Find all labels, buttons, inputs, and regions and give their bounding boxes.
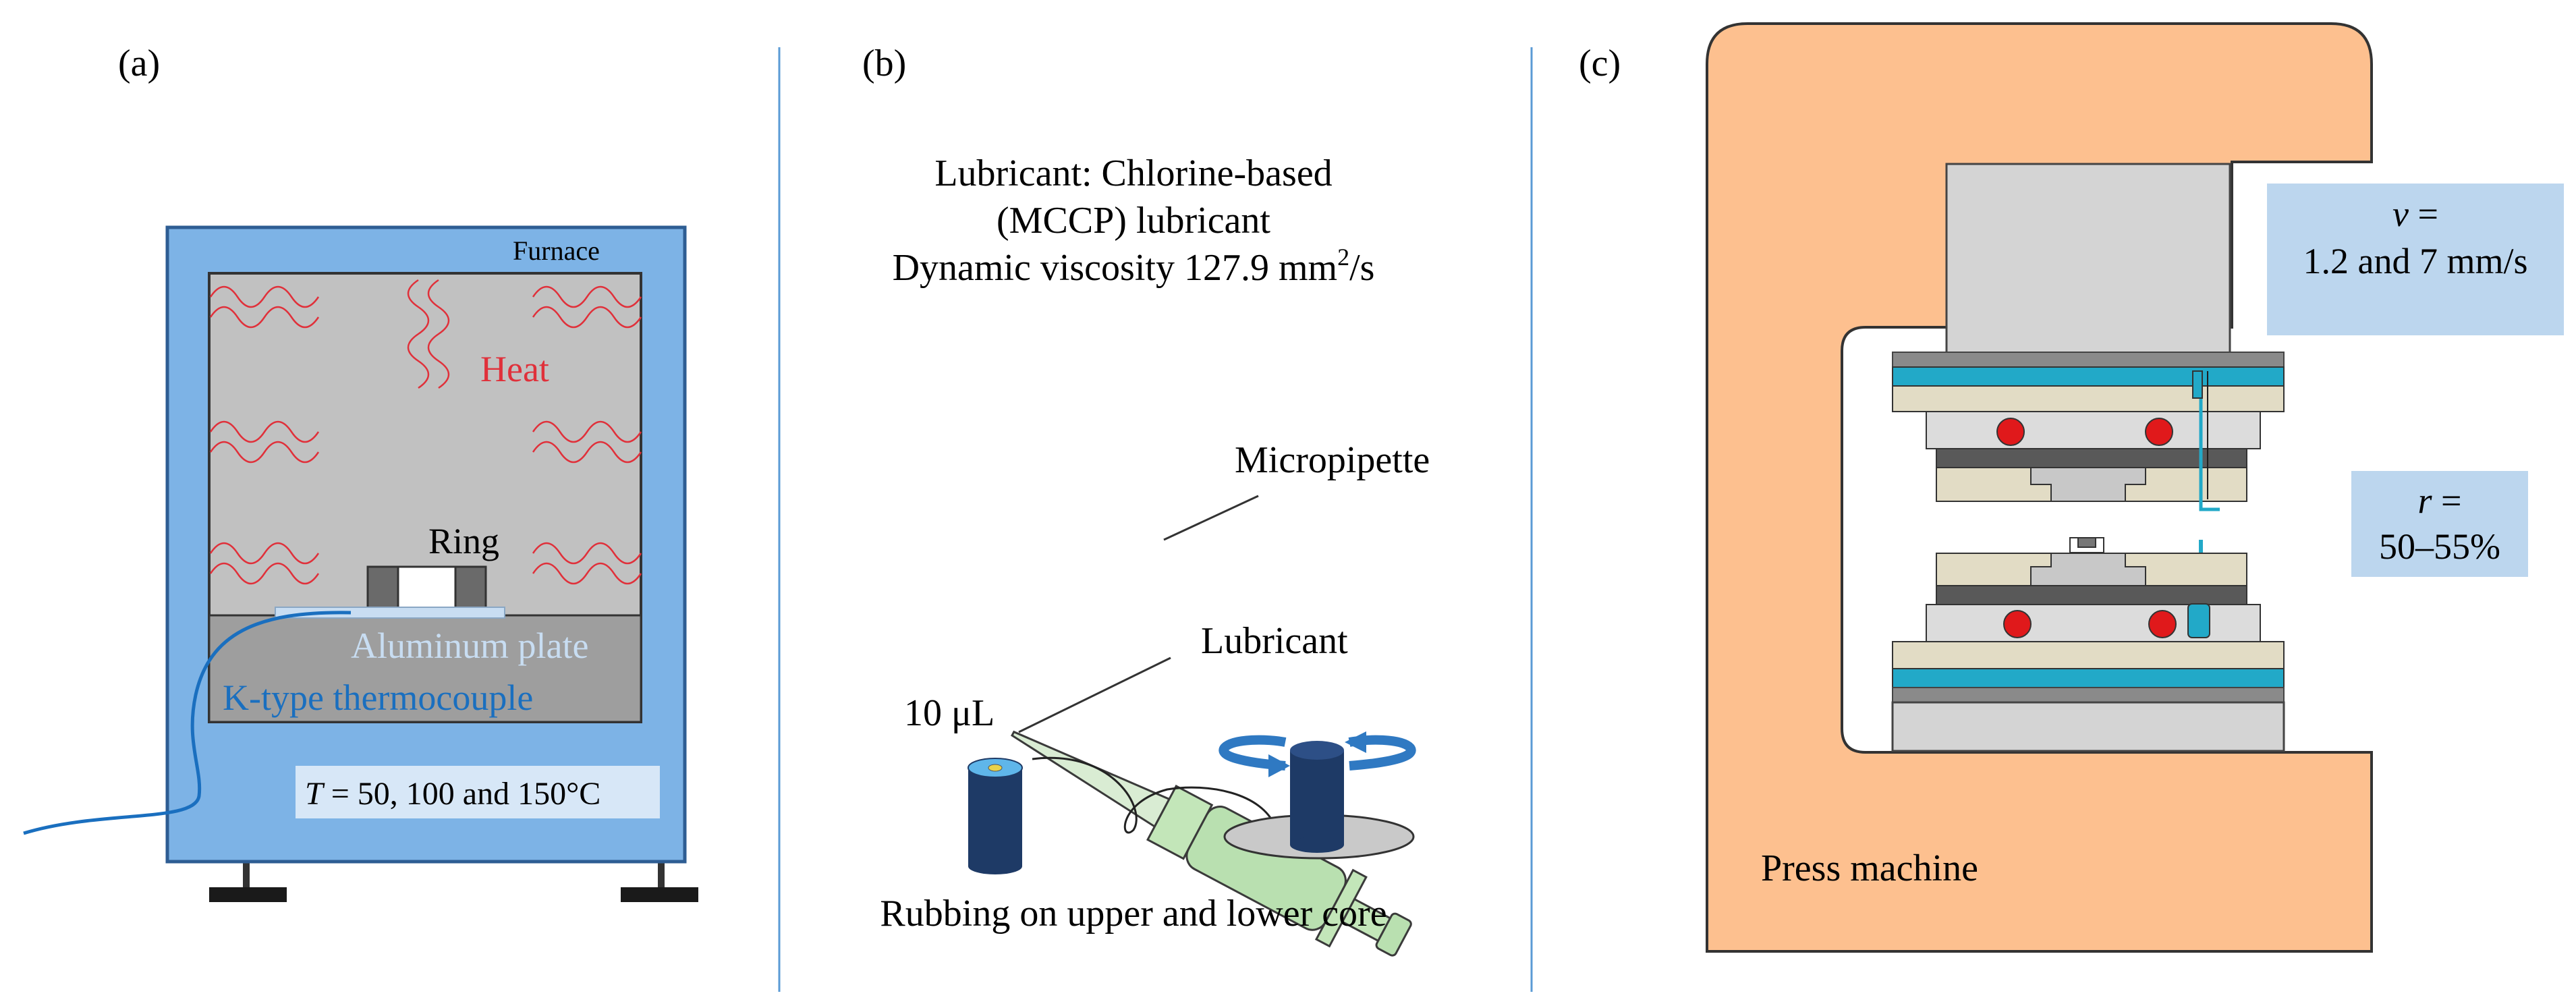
viscosity-text: Dynamic viscosity 127.9 mm xyxy=(893,247,1338,289)
press-label: Press machine xyxy=(1761,847,1978,889)
viscosity-unit: /s xyxy=(1349,247,1374,289)
upper-die-core xyxy=(2030,467,2146,502)
aluminum-plate-label: Aluminum plate xyxy=(351,625,588,666)
chamber-floor xyxy=(208,614,642,723)
ratio-box xyxy=(2351,471,2528,577)
micropipette-leader xyxy=(1163,495,1259,541)
lubricant-leader xyxy=(1018,656,1171,733)
core-left-bottom xyxy=(968,858,1022,874)
furnace-foot-right xyxy=(621,887,698,902)
core-right-top xyxy=(1290,741,1344,760)
ring-left xyxy=(366,565,399,610)
lubricant-drop xyxy=(988,764,1003,772)
furnace-leg-right xyxy=(658,860,665,889)
core-right xyxy=(1290,741,1344,853)
heat-wave xyxy=(532,420,642,443)
core-left xyxy=(968,758,1023,874)
heat-wave xyxy=(209,542,320,565)
panel-c: (c) Press machine xyxy=(1579,22,2564,953)
ratio-value: 50–55% xyxy=(2379,526,2500,567)
lower-probe-overlay xyxy=(2187,603,2210,638)
rotation-arrowhead-right xyxy=(1345,731,1366,753)
heat-wave xyxy=(209,562,320,585)
heat-wave xyxy=(427,279,450,389)
velocity-box xyxy=(2267,184,2564,335)
thermocouple-wire xyxy=(23,611,352,835)
heat-wave xyxy=(209,306,320,329)
velocity-value: 1.2 and 7 mm/s xyxy=(2303,241,2528,281)
panel-b: (b) Lubricant: Chlorine-based (MCCP) lub… xyxy=(862,43,1430,957)
lower-plate-gray xyxy=(1892,687,2285,703)
lubricant-label: Lubricant xyxy=(1201,620,1348,662)
lower-plate-beige xyxy=(1892,641,2285,669)
lower-pin-left xyxy=(2003,610,2032,638)
furnace-leg-left xyxy=(243,860,250,889)
probe-rod xyxy=(2192,370,2203,399)
core-left-body xyxy=(968,768,1022,866)
probe-wire xyxy=(2199,371,2220,511)
lower-punch-cap xyxy=(2077,537,2096,548)
heat-wave xyxy=(532,306,642,329)
rotation-arrow-right xyxy=(1348,735,1416,771)
panel-c-label: (c) xyxy=(1579,43,1621,84)
upper-plate-gray xyxy=(1892,352,2285,368)
core-right-body xyxy=(1290,750,1344,845)
temperature-box xyxy=(296,766,660,818)
furnace-label: Furnace xyxy=(513,235,600,266)
temperature-values: = 50, 100 and 150°C xyxy=(323,776,601,812)
velocity-line1: v = xyxy=(2392,194,2438,234)
pipette-button xyxy=(1375,912,1412,957)
ratio-eq: = xyxy=(2432,480,2462,521)
rubbing-label: Rubbing on upper and lower core xyxy=(880,893,1387,934)
furnace-foot-left xyxy=(209,887,287,902)
ring-label: Ring xyxy=(428,521,499,561)
temperature-text: T = 50, 100 and 150°C xyxy=(305,776,600,812)
rotation-arrow-left xyxy=(1219,735,1287,771)
upper-holder xyxy=(1926,411,2261,449)
viscosity-line: Dynamic viscosity 127.9 mm2/s xyxy=(893,244,1375,289)
heat-wave xyxy=(407,279,430,389)
micropipette-label: Micropipette xyxy=(1235,439,1430,481)
temperature-var: T xyxy=(305,776,325,812)
upper-pin-right xyxy=(2145,418,2173,446)
velocity-eq: = xyxy=(2409,194,2438,234)
ring-bore xyxy=(397,565,457,610)
ratio-line1: r = xyxy=(2418,480,2462,521)
lower-dark-plate xyxy=(1936,585,2247,605)
lubricant-title-line1: Lubricant: Chlorine-based xyxy=(934,152,1332,194)
rotation-arrowhead-left xyxy=(1268,754,1290,777)
heat-wave xyxy=(209,420,320,443)
volume-label: 10 μL xyxy=(904,692,995,734)
heat-wave xyxy=(209,285,320,308)
core-right-bottom xyxy=(1290,837,1344,853)
lubricant-title-line2: (MCCP) lubricant xyxy=(997,200,1270,242)
ratio-var: r xyxy=(2418,480,2433,521)
heat-wave xyxy=(532,285,642,308)
lower-bed xyxy=(1891,701,2285,752)
upper-plate-blue xyxy=(1892,366,2285,387)
upper-ram xyxy=(1945,163,2231,354)
thermocouple-label: K-type thermocouple xyxy=(223,677,533,718)
panel-a: (a) Furnace Heat xyxy=(23,43,698,902)
heat-waves xyxy=(209,279,642,585)
lower-plate-blue xyxy=(1892,668,2285,688)
velocity-var: v xyxy=(2392,194,2409,234)
ring-right xyxy=(454,565,487,610)
heat-wave xyxy=(532,562,642,585)
heat-wave xyxy=(532,441,642,464)
upper-dark-plate xyxy=(1936,448,2247,468)
pipette-tip xyxy=(1011,730,1171,829)
upper-pin-left xyxy=(1996,418,2025,446)
transfer-arrow xyxy=(1032,756,1277,834)
aluminum-plate xyxy=(275,607,505,619)
viscosity-sup: 2 xyxy=(1337,244,1349,271)
lower-pin-right xyxy=(2148,610,2177,638)
heat-label: Heat xyxy=(480,349,549,389)
upper-plate-beige xyxy=(1892,385,2285,412)
panel-a-label: (a) xyxy=(118,43,160,84)
heat-wave xyxy=(209,441,320,464)
panel-b-label: (b) xyxy=(862,43,906,84)
heat-wave xyxy=(532,542,642,565)
